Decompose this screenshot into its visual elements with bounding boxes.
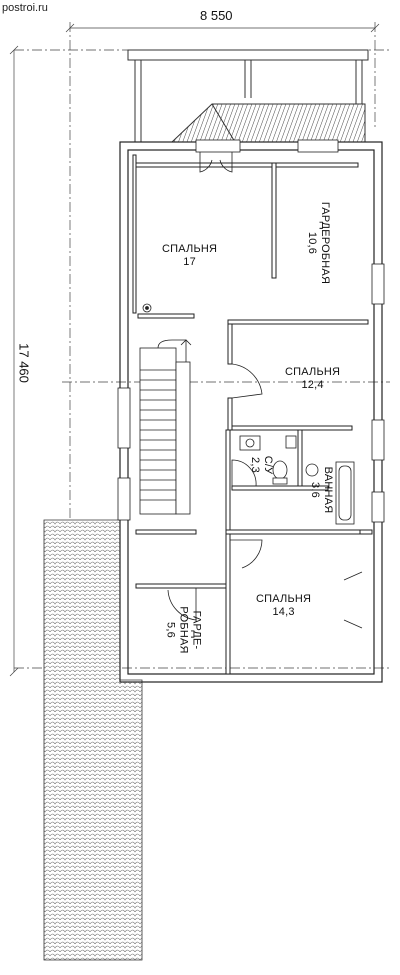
room-area: 12,4 [301, 379, 324, 391]
room-wardrobe-10: ГАРДЕРОБНАЯ 10,6 [305, 202, 331, 284]
dimension-width: 8 550 [200, 8, 233, 23]
room-area: 14,3 [272, 606, 295, 618]
windows [117, 139, 385, 523]
room-bathroom: ВАННАЯ 3,6 [308, 467, 334, 514]
doors [167, 152, 363, 629]
watermark: postroi.ru [0, 0, 64, 16]
staircase [139, 339, 192, 515]
roof-segment [170, 103, 366, 143]
room-area: 10,6 [306, 231, 318, 255]
fixtures [142, 303, 355, 525]
room-name: ГАРДЕРОБНАЯ [319, 201, 331, 285]
room-name: С/У [262, 455, 274, 475]
room-area: 3,6 [309, 482, 321, 498]
room-bedroom-17: СПАЛЬНЯ 17 [162, 243, 217, 269]
interior-walls [132, 154, 373, 675]
room-name: СПАЛЬНЯ [162, 243, 218, 255]
room-wardrobe-5: ГАРДЕ- РОБНАЯ 5,6 [164, 606, 203, 653]
room-name: СПАЛЬНЯ [256, 593, 312, 605]
room-name: СПАЛЬНЯ [285, 366, 341, 378]
room-area: 2,3 [249, 457, 261, 473]
room-bedroom-12: СПАЛЬНЯ 12,4 [285, 366, 340, 392]
tiled-terrace [43, 519, 143, 961]
room-name-line2: РОБНАЯ [177, 606, 190, 654]
room-area: 17 [183, 256, 196, 268]
room-bedroom-14: СПАЛЬНЯ 14,3 [256, 593, 311, 619]
room-name-line1: ГАРДЕ- [190, 610, 203, 650]
room-wc: С/У 2,3 [248, 456, 274, 475]
room-area: 5,6 [164, 622, 177, 638]
room-name: ВАННАЯ [322, 466, 334, 514]
dimension-length: 17 460 [16, 343, 32, 383]
